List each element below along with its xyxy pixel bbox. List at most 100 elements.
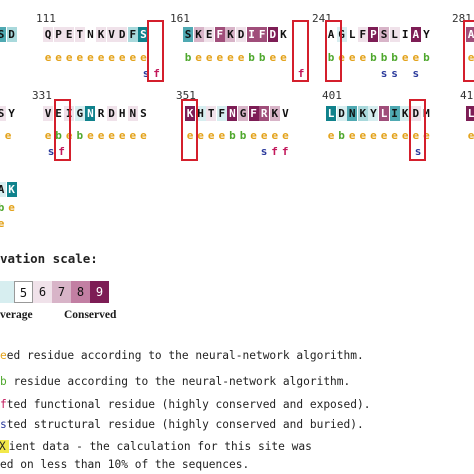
residue-cell: Y: [368, 106, 379, 121]
scale-average-label: verage: [0, 309, 33, 321]
residue-cell: D: [336, 106, 347, 121]
residue-label: b: [184, 51, 192, 64]
residue-label: b: [0, 201, 5, 214]
highlight-box: [409, 99, 426, 161]
residue-cell: K: [269, 106, 280, 121]
residue-label: e: [108, 51, 115, 64]
residue-label: b: [258, 51, 266, 64]
residue-label: e: [271, 129, 279, 142]
residue-cell: K: [6, 182, 17, 197]
residue-label: f: [281, 145, 289, 158]
residue-label: s: [412, 67, 420, 80]
highlight-box: [325, 20, 342, 82]
residue-label: b: [423, 51, 430, 64]
residue-label: e: [55, 51, 62, 64]
residue-label: b: [370, 51, 377, 64]
residue-cell: F: [216, 106, 227, 121]
residue-cell: F: [248, 106, 259, 121]
residue-cell: E: [53, 106, 64, 121]
residue-label: e: [412, 129, 420, 142]
residue-cell: F: [357, 27, 368, 42]
legend-line: ed on less than 10% of the sequences.: [0, 458, 250, 471]
position-number: 161: [170, 12, 190, 25]
residue-label: s: [391, 67, 398, 80]
position-number: 331: [32, 89, 52, 102]
residue-cell: Y: [6, 106, 17, 121]
residue-cell: K: [96, 27, 106, 42]
legend-line: sted structural residue (highly conserve…: [0, 418, 364, 431]
highlight-box: [54, 99, 71, 161]
residue-cell: G: [74, 106, 85, 121]
residue-label: e: [97, 129, 105, 142]
position-number: 41: [460, 89, 474, 102]
residue-label: e: [8, 201, 15, 214]
residue-cell: I: [400, 27, 411, 42]
residue-label: e: [207, 129, 215, 142]
residue-cell: N: [85, 106, 96, 121]
residue-cell: I: [389, 106, 400, 121]
scale-title: vation scale:: [0, 251, 98, 266]
residue-label: e: [370, 129, 377, 142]
scale-swatch-5: 5: [14, 281, 33, 303]
residue-label: e: [44, 129, 52, 142]
residue-label: e: [65, 51, 73, 64]
residue-cell: L: [379, 106, 389, 121]
residue-label: s: [47, 145, 55, 158]
residue-label: b: [229, 129, 236, 142]
residue-cell: L: [466, 106, 474, 121]
residue-label: e: [391, 129, 398, 142]
highlight-box: [463, 20, 474, 82]
legend-line: eed residue according to the neural-netw…: [0, 349, 364, 362]
residue-label: e: [380, 129, 388, 142]
residue-cell: F: [214, 27, 225, 42]
residue-label: b: [391, 51, 398, 64]
residue-cell: A: [326, 27, 336, 42]
residue-label: e: [280, 51, 287, 64]
residue-cell: K: [225, 27, 236, 42]
residue-label: f: [58, 145, 65, 158]
highlight-box: [147, 20, 164, 82]
residue-cell: N: [347, 106, 358, 121]
residue-cell: F: [127, 27, 138, 42]
residue-cell: Y: [421, 27, 432, 42]
residue-label: e: [218, 129, 226, 142]
residue-label: e: [401, 129, 409, 142]
residue-cell: E: [204, 27, 215, 42]
residue-label: e: [0, 217, 5, 230]
residue-label: e: [129, 129, 137, 142]
position-number: 351: [176, 89, 196, 102]
residue-label: e: [108, 129, 115, 142]
residue-label: e: [87, 51, 94, 64]
residue-label: e: [87, 129, 94, 142]
residue-label: b: [55, 129, 62, 142]
residue-cell: A: [410, 27, 421, 42]
residue-cell: R: [96, 106, 106, 121]
residue-label: e: [140, 51, 147, 64]
residue-label: e: [205, 51, 213, 64]
residue-cell: D: [117, 27, 128, 42]
residue-cell: N: [127, 106, 138, 121]
residue-label: e: [118, 51, 126, 64]
residue-label: e: [118, 129, 126, 142]
residue-cell: S: [138, 27, 149, 42]
residue-label: e: [282, 129, 289, 142]
residue-label: s: [142, 67, 150, 80]
residue-label: e: [327, 129, 335, 142]
residue-cell: A: [0, 182, 6, 197]
residue-label: e: [467, 129, 474, 142]
residue-cell: K: [278, 27, 289, 42]
residue-label: e: [401, 51, 409, 64]
residue-label: e: [227, 51, 234, 64]
residue-cell: K: [193, 27, 204, 42]
residue-cell: D: [236, 27, 246, 42]
residue-cell: D: [6, 27, 17, 42]
residue-cell: E: [64, 27, 75, 42]
residue-cell: T: [74, 27, 85, 42]
residue-cell: A: [466, 27, 474, 42]
residue-cell: K: [400, 106, 411, 121]
scale-swatch-9: 9: [90, 281, 109, 303]
residue-cell: L: [389, 27, 400, 42]
residue-cell: L: [326, 106, 336, 121]
residue-label: e: [412, 51, 420, 64]
